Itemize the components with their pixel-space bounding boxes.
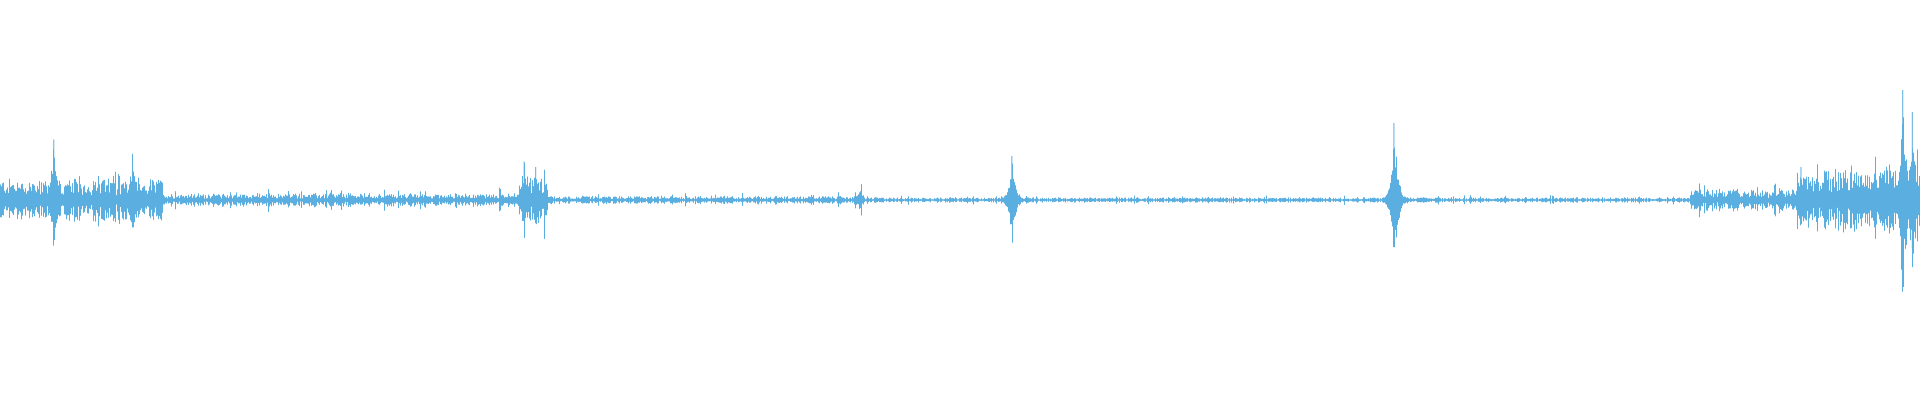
waveform-samples xyxy=(0,117,1920,292)
